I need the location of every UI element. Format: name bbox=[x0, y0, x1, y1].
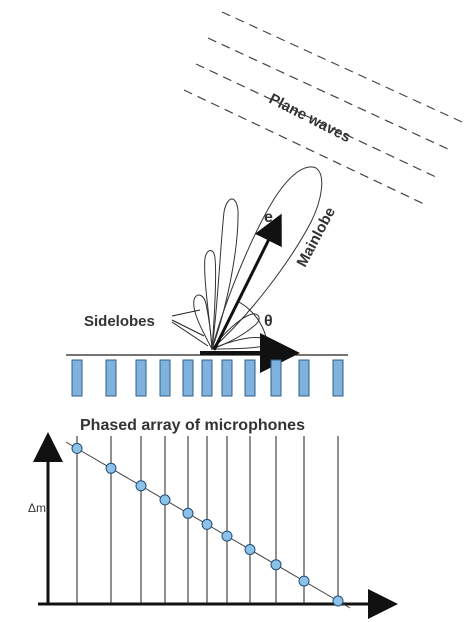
sidelobe-shape bbox=[210, 313, 260, 351]
microphone bbox=[105, 359, 117, 397]
microphone bbox=[221, 359, 233, 397]
sidelobe-shape bbox=[204, 250, 217, 350]
microphone bbox=[71, 359, 83, 397]
plane-waves-label: Plane waves bbox=[266, 90, 353, 146]
delay-point bbox=[159, 494, 171, 506]
delay-points bbox=[71, 442, 344, 607]
delta-m-label: Δm bbox=[28, 501, 46, 515]
microphone bbox=[298, 359, 310, 397]
microphone bbox=[270, 359, 282, 397]
delay-point bbox=[332, 595, 344, 607]
sidelobe-shape bbox=[193, 294, 213, 350]
microphone bbox=[244, 359, 256, 397]
delay-plot: Δm bbox=[28, 432, 398, 619]
microphone bbox=[159, 359, 171, 397]
delay-point bbox=[182, 507, 194, 519]
microphone-array bbox=[71, 359, 344, 397]
sidelobes-label: Sidelobes bbox=[84, 313, 155, 330]
e-direction-arrow bbox=[212, 213, 282, 351]
sidelobe-shape bbox=[211, 198, 239, 350]
delay-point bbox=[244, 544, 256, 555]
delay-point bbox=[270, 559, 282, 571]
theta-label: θ bbox=[264, 313, 273, 330]
microphone bbox=[182, 359, 194, 397]
microphone bbox=[135, 359, 147, 397]
delay-point bbox=[105, 462, 117, 474]
e-label: e bbox=[264, 209, 273, 226]
mainlobe-label: Mainlobe bbox=[294, 204, 340, 269]
microphone bbox=[332, 359, 344, 397]
delay-point bbox=[71, 442, 83, 454]
delay-point bbox=[221, 530, 233, 542]
delay-point bbox=[201, 518, 213, 530]
mainlobe-shape bbox=[211, 166, 323, 351]
plane-wave-lines bbox=[183, 11, 463, 205]
microphone bbox=[201, 359, 213, 397]
delay-point bbox=[298, 575, 310, 587]
array-caption: Phased array of microphones bbox=[80, 417, 305, 434]
delay-point bbox=[135, 480, 147, 492]
sidelobe-pointers bbox=[171, 309, 209, 347]
